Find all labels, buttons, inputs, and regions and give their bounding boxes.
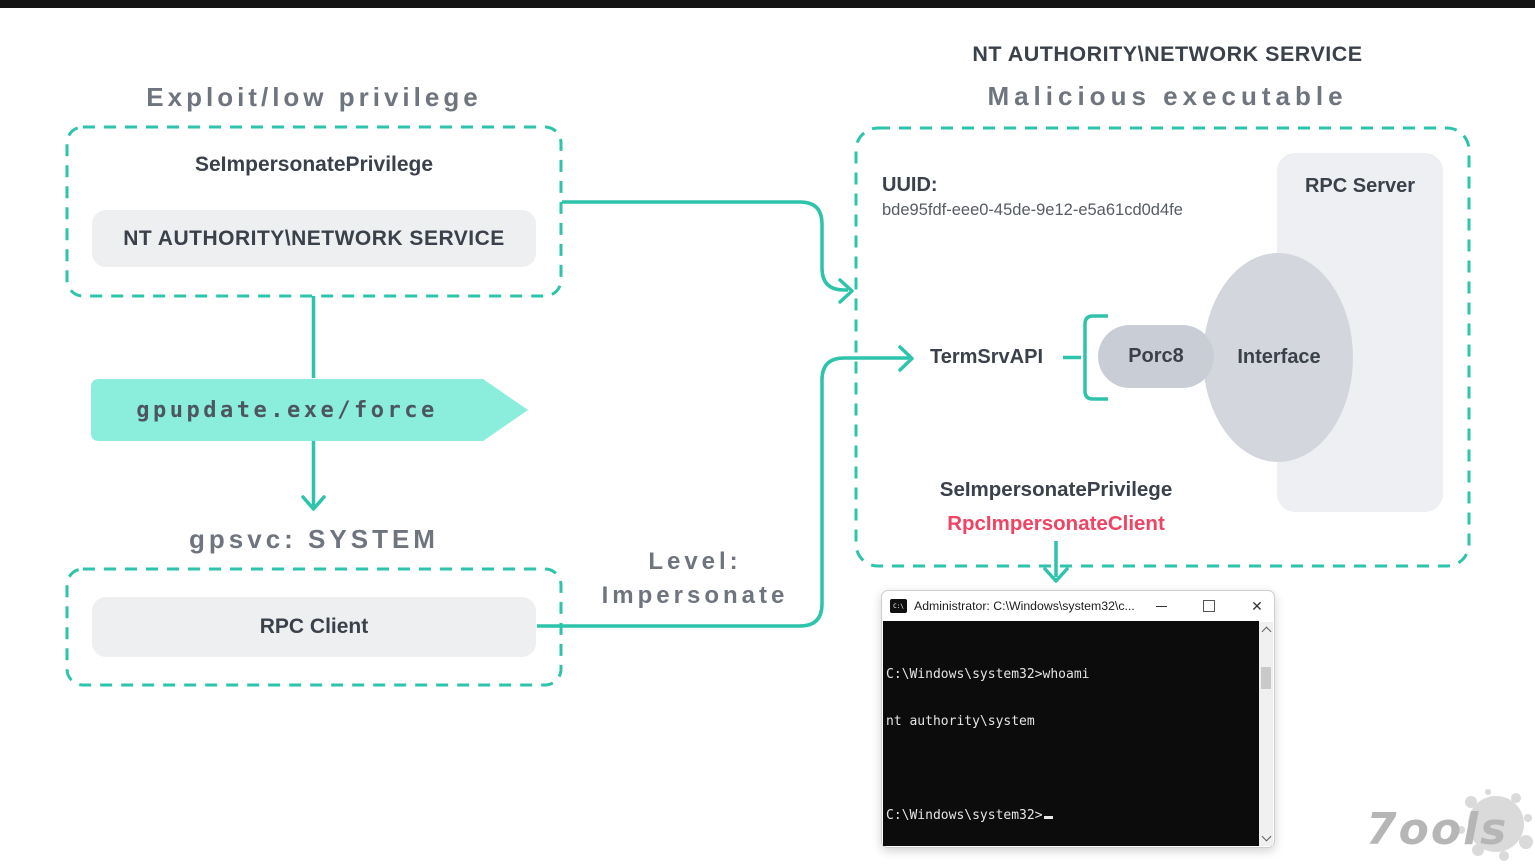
connector-privilege-to-server [562,200,848,292]
arrowhead-into-termsrv [898,345,914,372]
terminal-prompt: C:\Windows\system32> [886,808,1043,823]
cmd-icon: C:\ [890,599,907,613]
scrollbar-thumb[interactable] [1261,667,1271,689]
rpc-server-label: RPC Server [1304,175,1416,197]
arrowhead-into-server-box [838,278,854,304]
rpcimpersonateclient-label: RpcImpersonateClient [947,512,1165,535]
exploit-title: Exploit/low privilege [146,82,482,112]
splatter-icon [1457,789,1533,861]
scroll-down-icon[interactable] [1261,831,1271,842]
arrowhead-into-terminal [1043,567,1069,583]
terminal-line: nt authority\system [886,714,1035,729]
privilege-label-right: SeImpersonatePrivilege [939,478,1173,501]
interface-label: Interface [1237,346,1321,368]
cmd-titlebar[interactable]: C:\ Administrator: C:\Windows\system32\c… [882,591,1274,621]
gpupdate-banner-label: gpupdate.exe/force [136,397,438,423]
minimize-button[interactable] [1144,591,1178,621]
rpc-client-pill: RPC Client [92,597,536,657]
maximize-icon [1203,600,1215,612]
network-service-title: NT AUTHORITY\NETWORK SERVICE [972,42,1363,66]
rpc-client-pill-label: RPC Client [259,615,369,638]
tools-watermark: 7ools [1366,789,1533,861]
gpsvc-system-label: gpsvc: SYSTEM [189,524,439,554]
termsrvapi-label: TermSrvAPI [930,346,1044,368]
uuid-label: UUID: [882,174,938,196]
minimize-icon [1155,605,1167,607]
scroll-up-icon[interactable] [1261,626,1271,637]
level-impersonate-label: Level: Impersonate [570,545,820,613]
cmd-window-title: Administrator: C:\Windows\system32\c... [914,599,1135,613]
top-black-bar [0,0,1535,8]
level-line2: Impersonate [601,582,789,609]
terminal-scrollbar[interactable] [1259,622,1273,846]
porc8-label: Porc8 [1128,345,1184,367]
arrowhead-down-gpsvc [301,495,326,511]
terminal-line: C:\Windows\system32> [886,807,1259,824]
uuid-value: bde95fdf-eee0-45de-9e12-e5a61cd0d4fe [882,201,1183,219]
malicious-executable-subtitle: Malicious executable [987,81,1348,111]
close-icon: ✕ [1251,598,1263,614]
terminal-cursor [1043,816,1053,819]
porc8-pill: Porc8 [1098,325,1214,388]
terminal-line [886,760,1259,777]
watermark-text: 7ools [1366,804,1508,855]
level-line1: Level: [648,548,742,575]
close-button[interactable]: ✕ [1240,591,1274,621]
network-service-pill: NT AUTHORITY\NETWORK SERVICE [92,210,536,267]
privilege-label-left: SeImpersonatePrivilege [194,153,434,176]
terminal-line: C:\Windows\system32>whoami [886,667,1090,682]
network-service-pill-label: NT AUTHORITY\NETWORK SERVICE [123,226,505,250]
terminal-output[interactable]: C:\Windows\system32>whoami nt authority\… [883,621,1259,846]
cmd-window: C:\ Administrator: C:\Windows\system32\c… [881,590,1275,848]
maximize-button[interactable] [1192,591,1226,621]
